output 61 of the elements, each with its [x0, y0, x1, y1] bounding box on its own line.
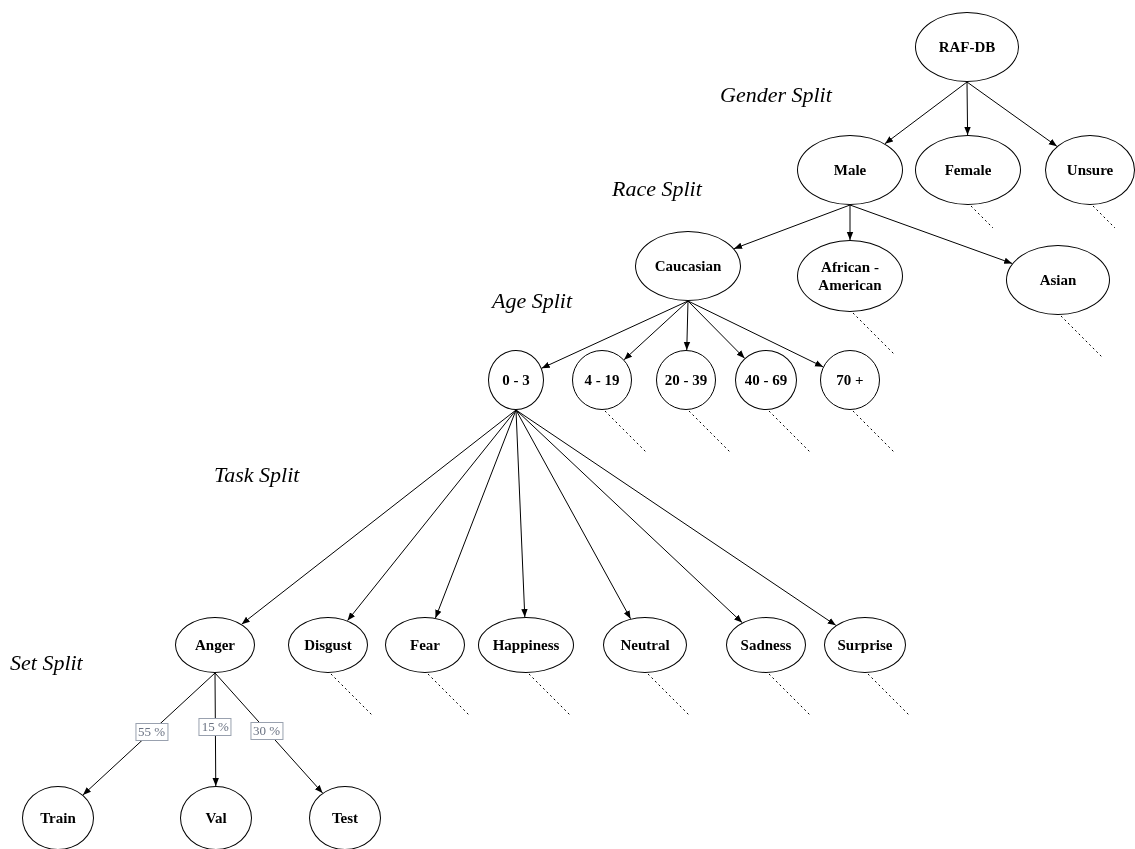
- arrow: [515, 409, 528, 618]
- ellipse-node: Fear: [385, 617, 465, 673]
- ellipse-node: Surprise: [824, 617, 906, 673]
- ellipse-node: 0 - 3: [488, 350, 544, 410]
- arrow: [687, 300, 824, 368]
- dotted-line: [604, 410, 648, 454]
- arrow: [683, 300, 691, 351]
- arrow: [241, 409, 517, 625]
- arrow: [884, 81, 968, 145]
- level-label: Gender Split: [720, 82, 832, 108]
- ellipse-node: Caucasian: [635, 231, 741, 301]
- dotted-line: [1060, 315, 1104, 359]
- arrow: [434, 409, 517, 619]
- dotted-line: [688, 410, 732, 454]
- ellipse-node: Disgust: [288, 617, 368, 673]
- ellipse-node: Neutral: [603, 617, 687, 673]
- ellipse-node: Test: [309, 786, 381, 849]
- ellipse-node: Sadness: [726, 617, 806, 673]
- arrow: [541, 300, 689, 369]
- edge-label: 15 %: [198, 718, 232, 737]
- ellipse-node: Happiness: [478, 617, 574, 673]
- arrow: [623, 300, 689, 361]
- dotted-line: [647, 673, 691, 717]
- dotted-line: [768, 673, 812, 717]
- dotted-line: [1092, 205, 1116, 229]
- level-label: Set Split: [10, 650, 83, 676]
- ellipse-node: African - American: [797, 240, 903, 312]
- ellipse-node: Anger: [175, 617, 255, 673]
- arrow: [687, 300, 746, 359]
- dotted-line: [970, 205, 994, 229]
- arrow: [966, 81, 1058, 147]
- dotted-line: [427, 673, 471, 717]
- arrow: [733, 204, 851, 250]
- ellipse-node: Asian: [1006, 245, 1110, 315]
- ellipse-node: Female: [915, 135, 1021, 205]
- ellipse-node: Male: [797, 135, 903, 205]
- dotted-line: [852, 312, 896, 356]
- arrow: [347, 409, 517, 622]
- arrow: [515, 409, 743, 624]
- edge-label: 55 %: [135, 722, 169, 741]
- ellipse-node: Val: [180, 786, 252, 849]
- dotted-line: [528, 673, 572, 717]
- ellipse-node: RAF-DB: [915, 12, 1019, 82]
- dotted-line: [330, 673, 374, 717]
- edge-label: 30 %: [250, 721, 284, 740]
- ellipse-node: 40 - 69: [735, 350, 797, 410]
- ellipse-node: 4 - 19: [572, 350, 632, 410]
- ellipse-node: 70 +: [820, 350, 880, 410]
- ellipse-node: Unsure: [1045, 135, 1135, 205]
- arrow: [849, 204, 1013, 264]
- dotted-line: [852, 410, 896, 454]
- ellipse-node: Train: [22, 786, 94, 849]
- level-label: Race Split: [612, 176, 702, 202]
- arrow: [846, 204, 854, 241]
- arrow: [964, 81, 971, 136]
- level-label: Age Split: [492, 288, 573, 314]
- dotted-line: [867, 673, 911, 717]
- level-label: Task Split: [214, 462, 300, 488]
- dotted-line: [768, 410, 812, 454]
- arrow: [515, 409, 837, 626]
- ellipse-node: 20 - 39: [656, 350, 716, 410]
